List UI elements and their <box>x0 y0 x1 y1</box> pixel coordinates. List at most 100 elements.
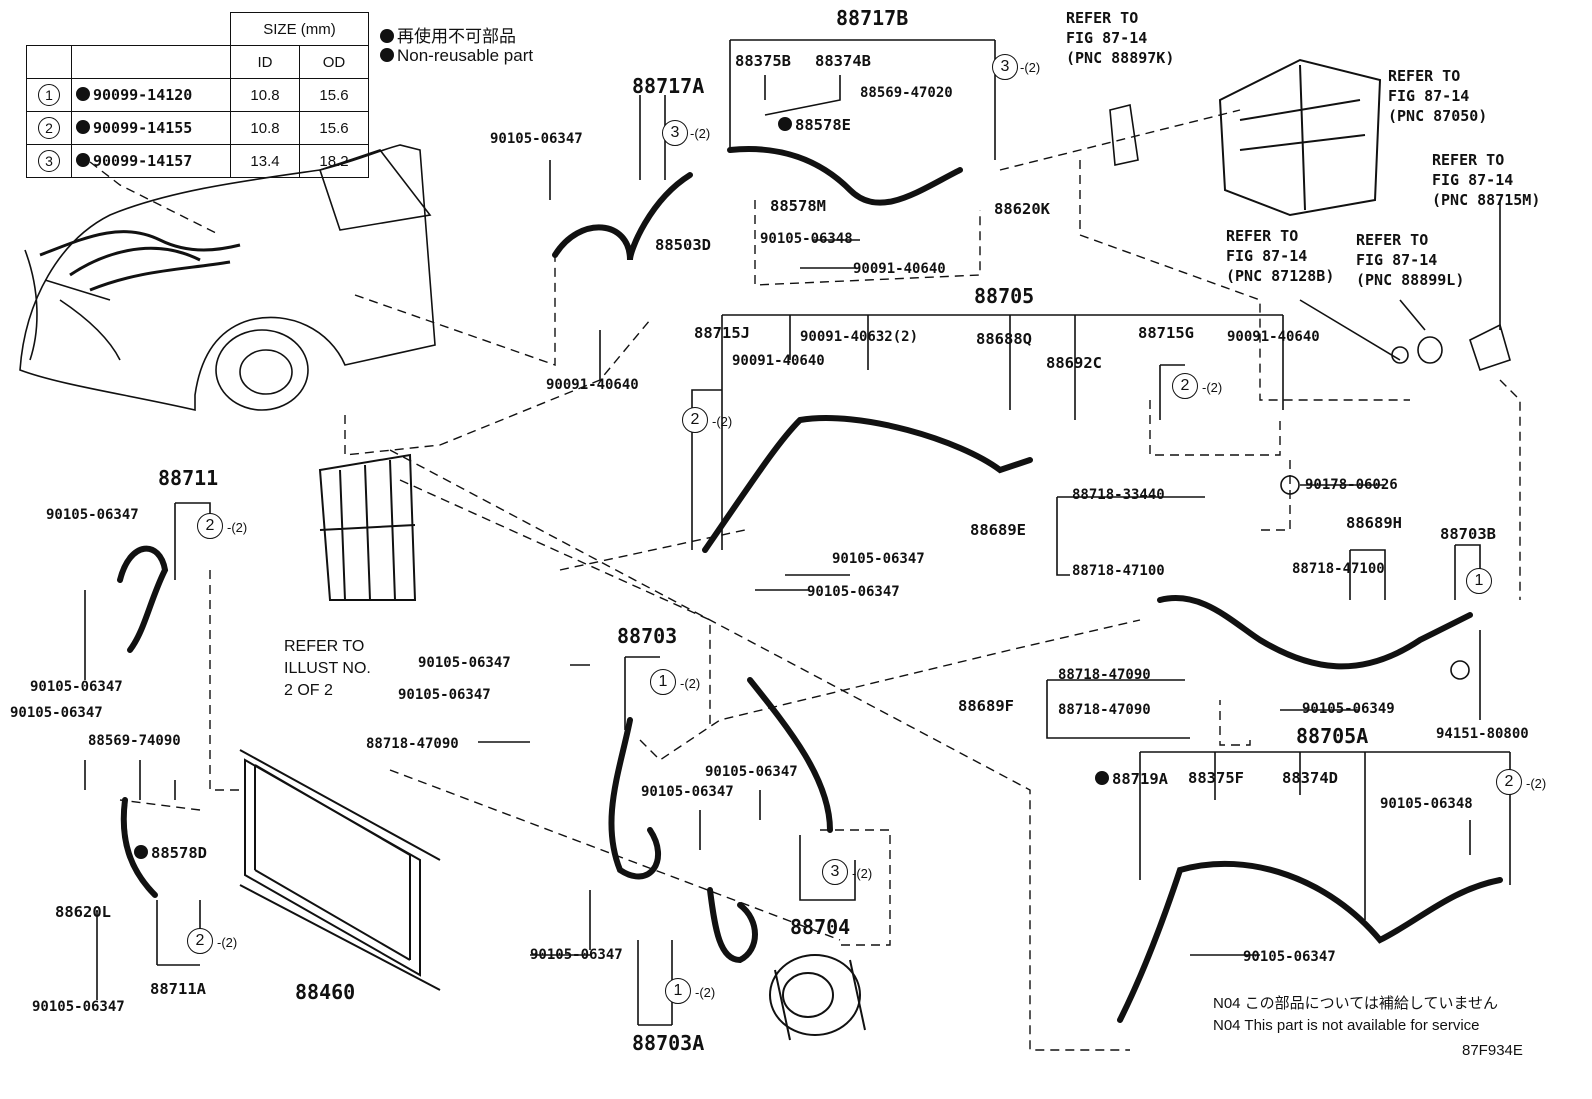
part-label-90091-40640[interactable]: 90091-40640 <box>732 353 825 369</box>
part-label-90105-06347[interactable]: 90105-06347 <box>32 999 125 1015</box>
part-label-90091-40640[interactable]: 90091-40640 <box>1227 329 1320 345</box>
compressor-outline <box>769 954 866 1041</box>
part-label-88374b[interactable]: 88374B <box>815 52 871 70</box>
part-label-88503d[interactable]: 88503D <box>655 236 711 254</box>
refer-line: (PNC 88897K) <box>1066 49 1175 67</box>
refer-line: REFER TO <box>284 638 365 655</box>
part-label-90105-06348[interactable]: 90105-06348 <box>760 231 853 247</box>
part-label-88703[interactable]: 88703 <box>617 624 678 648</box>
part-label-88375f[interactable]: 88375F <box>1188 769 1244 787</box>
part-label-88718-47090[interactable]: 88718-47090 <box>1058 702 1151 718</box>
part-label-90105-06349[interactable]: 90105-06349 <box>1302 701 1395 717</box>
clamp-callout-2[interactable]: 2 <box>682 407 708 433</box>
hvac-unit-outline <box>1218 58 1382 217</box>
center-module-outline <box>318 453 417 601</box>
clamp-callout-1[interactable]: 1 <box>650 669 676 695</box>
part-label-88715g[interactable]: 88715G <box>1138 324 1194 342</box>
part-label-88719a[interactable]: 88719A <box>1095 771 1168 788</box>
part-label-88711a[interactable]: 88711A <box>150 980 206 998</box>
clamp-callout-2[interactable]: 2 <box>1496 769 1522 795</box>
pressure-switch <box>1469 323 1511 372</box>
refer-87050[interactable]: REFER TO FIG 87-14 (PNC 87050) <box>1388 66 1487 126</box>
part-label-88569-47020[interactable]: 88569-47020 <box>860 85 953 101</box>
part-label-90178-06026[interactable]: 90178-06026 <box>1305 477 1398 493</box>
size-table: SIZE (mm) ID OD 1 90099-14120 10.8 15.6 … <box>26 12 369 178</box>
part-label-88578d[interactable]: 88578D <box>134 845 207 862</box>
part-label-88578m[interactable]: 88578M <box>770 197 826 215</box>
part-label-90105-06347[interactable]: 90105-06347 <box>705 764 798 780</box>
part-label-88692c[interactable]: 88692C <box>1046 354 1102 372</box>
clamp-callout-1[interactable]: 1 <box>1466 568 1492 594</box>
clamp-callout-3[interactable]: 3 <box>662 120 688 146</box>
part-label-88718-47090[interactable]: 88718-47090 <box>366 736 459 752</box>
clamp-callout-3[interactable]: 3 <box>992 54 1018 80</box>
part-label-88705a[interactable]: 88705A <box>1296 724 1369 748</box>
part-label-90105-06347[interactable]: 90105-06347 <box>490 131 583 147</box>
part-label-88688q[interactable]: 88688Q <box>976 330 1032 348</box>
part-label-90105-06347[interactable]: 90105-06347 <box>1243 949 1336 965</box>
qty-label: -(2) <box>690 126 711 141</box>
size-row: 2 90099-14155 10.8 15.6 <box>26 111 369 145</box>
part-label-88718-33440[interactable]: 88718-33440 <box>1072 487 1165 503</box>
part-label-88703b[interactable]: 88703B <box>1440 525 1496 543</box>
part-label-88718-47100[interactable]: 88718-47100 <box>1292 561 1385 577</box>
clamp-callout-2[interactable]: 2 <box>197 513 223 539</box>
part-label-88711[interactable]: 88711 <box>158 466 219 490</box>
part-label-88374d[interactable]: 88374D <box>1282 769 1338 787</box>
part-label-90105-06347[interactable]: 90105-06347 <box>30 679 123 695</box>
circle-number: 1 <box>38 84 60 106</box>
part-label-88705[interactable]: 88705 <box>974 284 1035 308</box>
size-row: 3 90099-14157 13.4 18.2 <box>26 144 369 178</box>
part-label-90091-40640[interactable]: 90091-40640 <box>853 261 946 277</box>
part-label-94151-80800[interactable]: 94151-80800 <box>1436 726 1529 742</box>
part-label-90105-06347[interactable]: 90105-06347 <box>530 947 623 963</box>
part-label-88620l[interactable]: 88620L <box>55 903 111 921</box>
refer-88715m[interactable]: REFER TO FIG 87-14 (PNC 88715M) <box>1432 150 1540 210</box>
qty-label: -(2) <box>217 935 238 950</box>
part-label-90105-06348[interactable]: 90105-06348 <box>1380 796 1473 812</box>
part-label-90105-06347[interactable]: 90105-06347 <box>46 507 139 523</box>
part-label-88717a[interactable]: 88717A <box>632 74 705 98</box>
refer-line: REFER TO <box>1356 231 1429 249</box>
part-label-88689f[interactable]: 88689F <box>958 697 1014 715</box>
part-label-88689e[interactable]: 88689E <box>970 521 1026 539</box>
refer-88897k[interactable]: REFER TO FIG 87-14 (PNC 88897K) <box>1066 8 1174 68</box>
qty-label: -(2) <box>1202 380 1223 395</box>
part-label-90105-06347[interactable]: 90105-06347 <box>832 551 925 567</box>
part-label-88375b[interactable]: 88375B <box>735 52 791 70</box>
part-label-88569-74090[interactable]: 88569-74090 <box>88 733 181 749</box>
refer-87128b[interactable]: REFER TO FIG 87-14 (PNC 87128B) <box>1226 226 1334 286</box>
clamp-callout-3[interactable]: 3 <box>822 859 848 885</box>
part-label-90091-40632[interactable]: 90091-40632(2) <box>800 329 919 345</box>
part-number[interactable]: 90099-14157 <box>93 152 193 170</box>
part-label-88717b[interactable]: 88717B <box>836 6 909 30</box>
part-label-90105-06347[interactable]: 90105-06347 <box>418 655 511 671</box>
size-od: 18.2 <box>299 144 369 178</box>
refer-illust-2[interactable]: REFER TO ILLUST NO. 2 OF 2 <box>284 636 371 702</box>
part-number[interactable]: 90099-14120 <box>93 86 193 104</box>
size-id: 10.8 <box>230 78 300 112</box>
part-label-88718-47090[interactable]: 88718-47090 <box>1058 667 1151 683</box>
part-label-88704[interactable]: 88704 <box>790 915 851 939</box>
part-label-88578e[interactable]: 88578E <box>778 117 851 134</box>
part-label-88703a[interactable]: 88703A <box>632 1031 705 1055</box>
part-label-90091-40640[interactable]: 90091-40640 <box>546 377 639 393</box>
seal-ring <box>1391 346 1409 364</box>
clamp-callout-1[interactable]: 1 <box>665 978 691 1004</box>
part-number[interactable]: 90099-14155 <box>93 119 193 137</box>
part-label-88718-47100[interactable]: 88718-47100 <box>1072 563 1165 579</box>
part-label-90105-06347[interactable]: 90105-06347 <box>641 784 734 800</box>
part-label-88460[interactable]: 88460 <box>295 980 356 1004</box>
clamp-callout-2[interactable]: 2 <box>1172 373 1198 399</box>
part-label-88715j[interactable]: 88715J <box>694 324 750 342</box>
part-label-88689h[interactable]: 88689H <box>1346 514 1402 532</box>
vehicle-outline <box>19 144 436 412</box>
part-label-90105-06347[interactable]: 90105-06347 <box>398 687 491 703</box>
refer-line: REFER TO <box>1226 227 1299 245</box>
qty-label: -(2) <box>680 676 701 691</box>
part-label-90105-06347[interactable]: 90105-06347 <box>807 584 900 600</box>
clamp-callout-2[interactable]: 2 <box>187 928 213 954</box>
refer-88899l[interactable]: REFER TO FIG 87-14 (PNC 88899L) <box>1356 230 1464 290</box>
part-label-88620k[interactable]: 88620K <box>994 200 1050 218</box>
part-label-90105-06347[interactable]: 90105-06347 <box>10 705 103 721</box>
